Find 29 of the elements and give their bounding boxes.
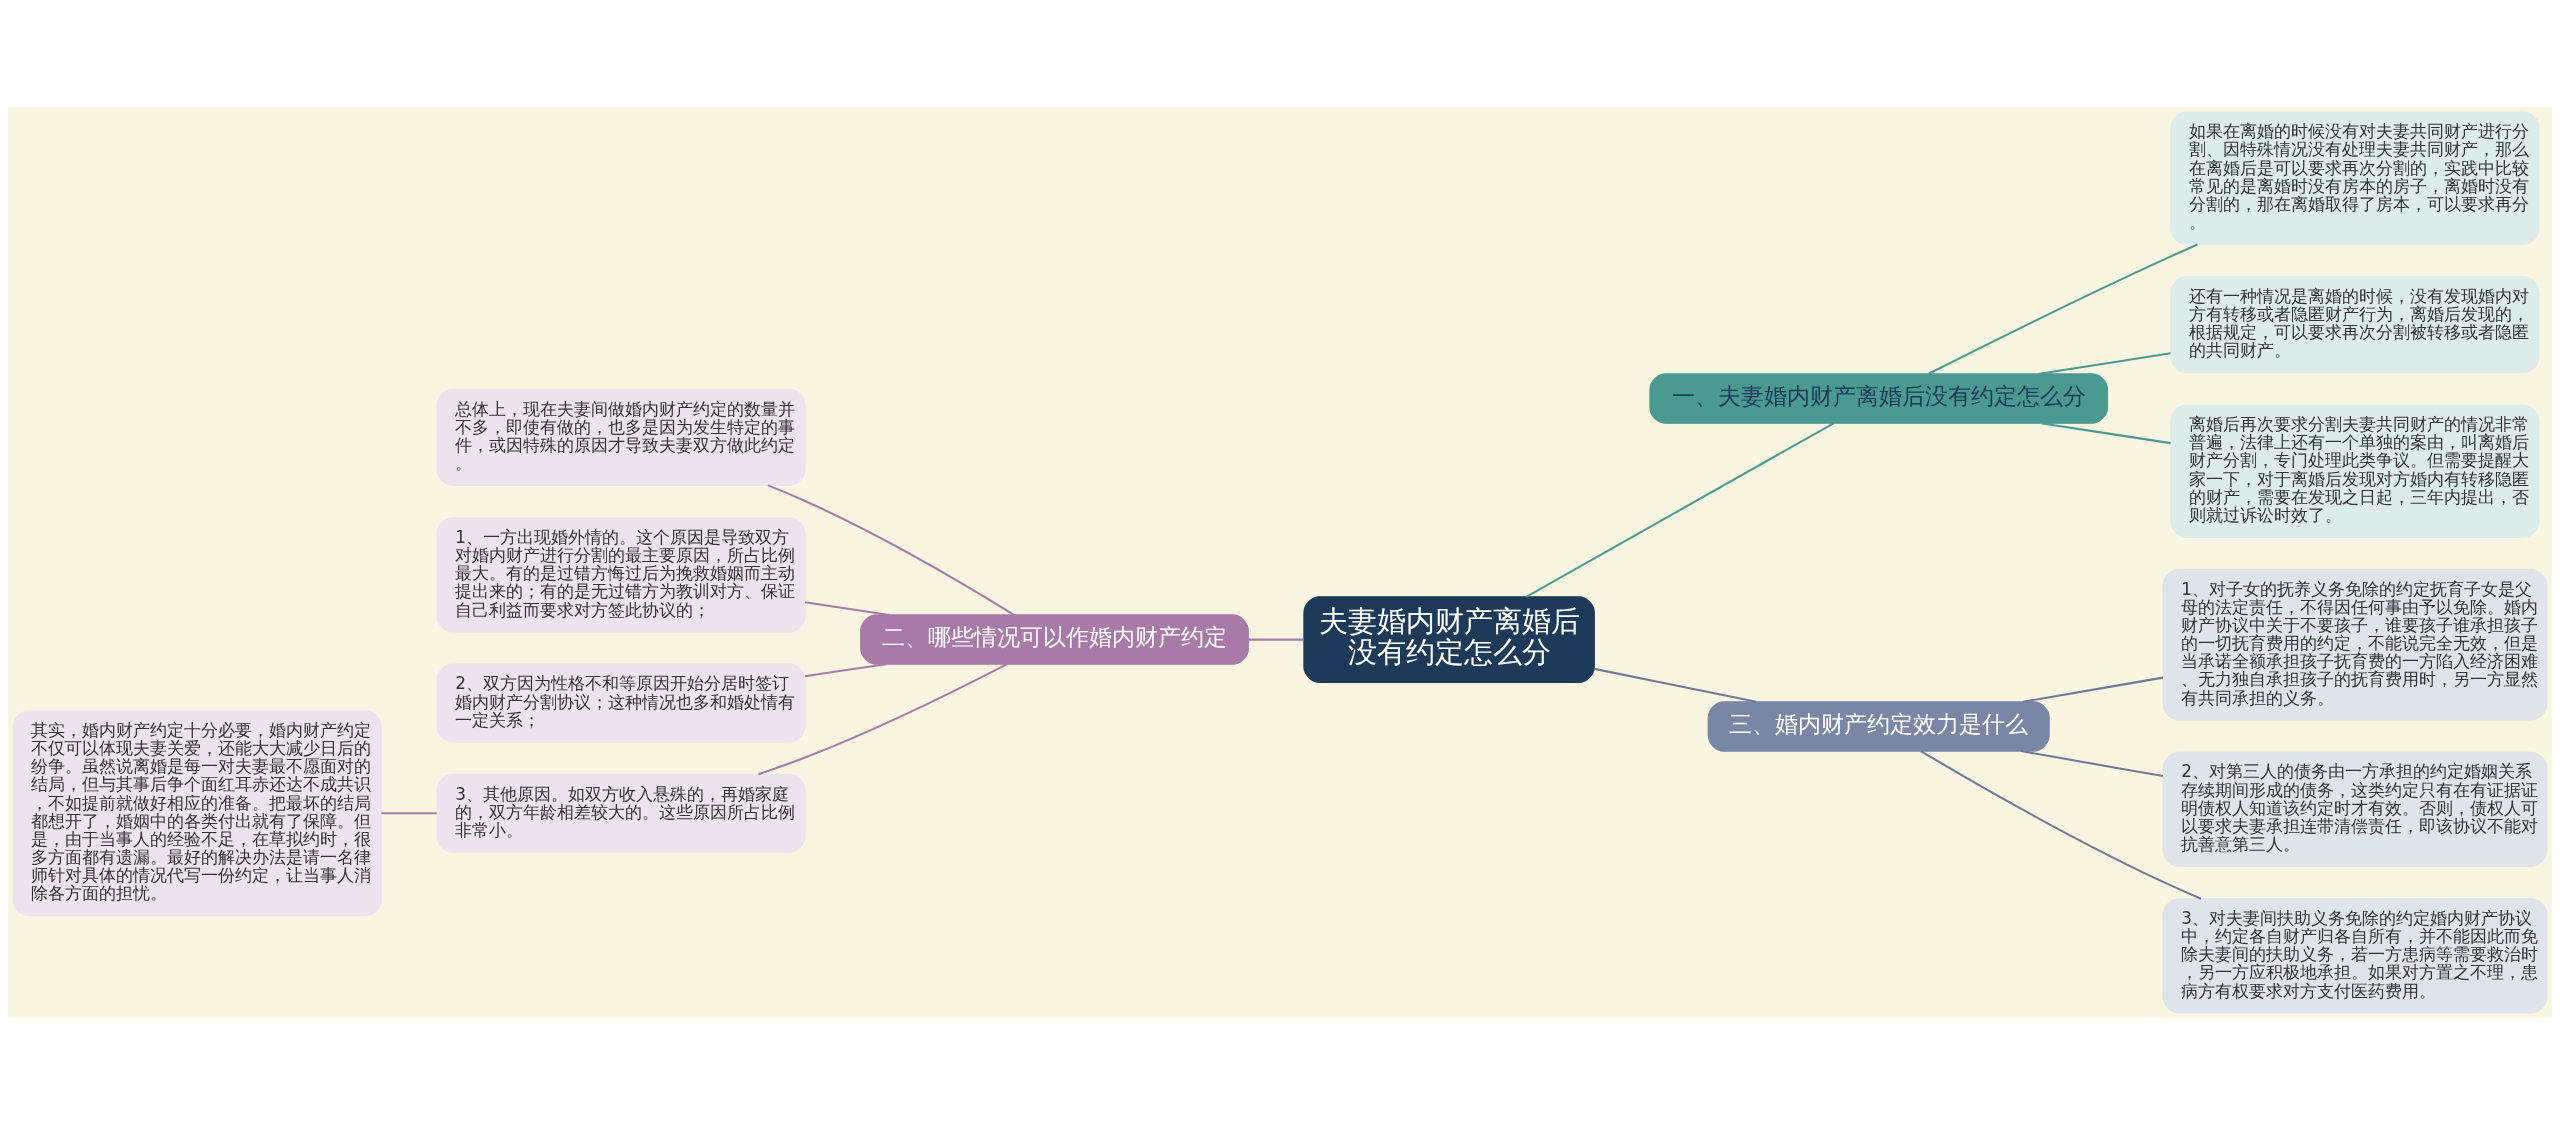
- node-box: 三、婚内财产约定效力是什么: [1707, 701, 2050, 752]
- node-box: 离婚后再次要求分割夫妻共同财产的情况非常普遍，法律上还有一个单独的案由，叫离婚后财产分割，专门处理此类争议。但需要提醒大家一下，对于离婚后发现对方婚内有转移隐匿的财产，需要在发现之日起，三年内提出，否则就过诉讼时效了。: [2170, 404, 2540, 538]
- node-box: 其实，婚内财产约定十分必要，婚内财产约定不仅可以体现夫妻关爱，还能大大减少日后的纷争。虽然说离婚是每一对夫妻最不愿面对的结局，但与其事后争个面红耳赤还达不成共识，不如提前就做好相应的准备。把最坏的结局都想开了，婚姻中的各类付出就有了保障。但是，由于当事人的经验不足，在草拟约时，很多方面都有遗漏。最好的解决办法是请一名律师针对具体的情况代写一份约定，让当事人消除各方面的担忧。: [12, 710, 382, 917]
- connector: [758, 663, 1008, 776]
- connector: [2037, 352, 2171, 375]
- node-box: 如果在离婚的时候没有对夫妻共同财产进行分割、因特殊情况没有处理夫妻共同财产，那么在离婚后是可以要求再次分割的，实践中比较常见的是离婚时没有房本的房子，离婚时没有分割的，那在离婚取得了房本，可以要求再分。: [2170, 111, 2540, 245]
- node-box: 还有一种情况是离婚的时候，没有发现婚内对方有转移或者隐匿财产行为，离婚后发现的，根据规定，可以要求再次分割被转移或者隐匿的共同财产。: [2170, 276, 2540, 374]
- connector: [1594, 667, 1757, 703]
- connector: [804, 663, 887, 678]
- node-box: 1、一方出现婚外情的。这个原因是导致双方对婚内财产进行分割的最主要原因，所占比例最大。有的是过错方悔过后为挽救婚姻而主动提出来的；有的是无过错方为教训对方、保证自己利益而要求对方签此协议的；: [436, 517, 806, 633]
- node-box: 3、其他原因。如双方收入悬殊的，再婚家庭的，双方年龄相差较大的。这些原因所占比例非常小。: [436, 773, 806, 853]
- node-box: 1、对子女的抚养义务免除的约定抚育子女是父母的法定责任，不得因任何事由予以免除。婚内财产协议中关于不要孩子，谁要孩子谁承担孩子的一切抚育费用的约定，不能说完全无效，但是当承诺全额承担孩子抚育费的一方陷入经济困难、无力独自承担孩子的抚育费用时，另一方显然有共同承担的义务。: [2162, 569, 2548, 721]
- connector: [2040, 422, 2171, 445]
- node-box: 二、哪些情况可以作婚内财产约定: [860, 614, 1249, 665]
- connector: [381, 812, 437, 815]
- connector: [1525, 422, 1835, 598]
- connector: [1928, 243, 2198, 375]
- node-box: 夫妻婚内财产离婚后没有约定怎么分: [1303, 596, 1595, 683]
- node-box: 2、双方因为性格不和等原因开始分居时签订婚内财产分割协议；这种情况也多和婚处情有一定关系；: [436, 663, 806, 743]
- connector: [2020, 750, 2164, 777]
- connector: [767, 484, 1015, 616]
- node-box: 2、对第三人的债务由一方承担的约定婚姻关系存续期间形成的债务，这类约定只有在有证据证明债权人知道该约定时才有效。否则，债权人可以要求夫妻承担连带清偿责任，即该协议不能对抗善意第三人。: [2162, 751, 2548, 868]
- connector: [1920, 750, 2202, 900]
- node-box: 总体上，现在夫妻间做婚内财产约定的数量并不多，即使有做的，也多是因为发生特定的事件，或因特殊的原因才导致夫妻双方做此约定。: [436, 388, 806, 487]
- node-box: 一、夫妻婚内财产离婚后没有约定怎么分: [1649, 373, 2109, 424]
- connector: [804, 601, 890, 616]
- node-box: 3、对夫妻间扶助义务免除的约定婚内财产协议中，约定各自财产归各自所有，并不能因此而免除夫妻间的扶助义务，若一方患病等需要救治时，另一方应积极地承担。如果对方置之不理，患病方有权要求对方支付医药费用。: [2162, 898, 2548, 1014]
- connector: [1248, 638, 1304, 641]
- connector: [2023, 676, 2164, 703]
